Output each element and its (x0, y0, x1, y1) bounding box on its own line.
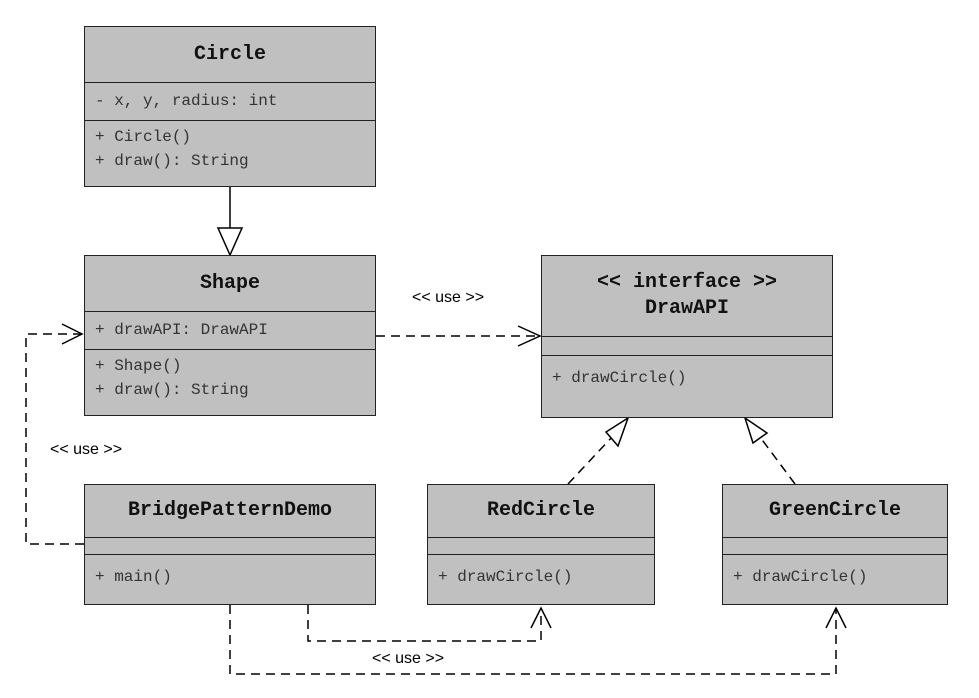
class-red-circle-attributes (428, 538, 654, 555)
class-green-circle: GreenCircle + drawCircle() (722, 484, 948, 605)
method: + drawCircle() (438, 568, 573, 586)
class-circle-name: Circle (85, 27, 375, 83)
edge-demo-to-shape (25, 323, 84, 545)
class-bridge-pattern-demo-name: BridgePatternDemo (85, 485, 375, 538)
edge-redcircle-to-drawapi (567, 416, 630, 485)
class-bridge-pattern-demo: BridgePatternDemo + main() (84, 484, 376, 605)
class-shape-methods: + Shape() + draw(): String (85, 350, 375, 406)
method: + drawCircle() (552, 369, 687, 387)
class-bridge-pattern-demo-attributes (85, 538, 375, 555)
class-bridge-pattern-demo-methods: + main() (85, 555, 375, 593)
method: + draw(): String (95, 152, 249, 170)
attribute: - x, y, radius: int (95, 92, 278, 110)
class-red-circle: RedCircle + drawCircle() (427, 484, 655, 605)
interface-drawapi-methods: + drawCircle() (542, 356, 832, 394)
class-circle: Circle - x, y, radius: int + Circle() + … (84, 26, 376, 187)
method: + draw(): String (95, 381, 249, 399)
class-circle-methods: + Circle() + draw(): String (85, 121, 375, 177)
class-shape: Shape + drawAPI: DrawAPI + Shape() + dra… (84, 255, 376, 416)
interface-drawapi-header: << interface >> DrawAPI (542, 256, 832, 337)
method: + Circle() (95, 128, 192, 146)
edge-shape-to-drawapi (376, 325, 542, 347)
interface-drawapi-name: DrawAPI (644, 297, 729, 320)
class-green-circle-name: GreenCircle (723, 485, 947, 538)
edge-demo-to-redcircle (307, 605, 552, 642)
interface-drawapi: << interface >> DrawAPI + drawCircle() (541, 255, 833, 418)
label-use-demo-shape: << use >> (50, 441, 123, 458)
class-shape-name: Shape (85, 256, 375, 312)
interface-drawapi-attributes (542, 337, 832, 356)
edge-circle-to-shape (216, 187, 244, 257)
class-circle-attributes: - x, y, radius: int (85, 83, 375, 121)
class-red-circle-name: RedCircle (428, 485, 654, 538)
method: + drawCircle() (733, 568, 868, 586)
attribute: + drawAPI: DrawAPI (95, 321, 268, 339)
class-shape-attributes: + drawAPI: DrawAPI (85, 312, 375, 350)
interface-stereotype: << interface >> (596, 271, 778, 294)
label-use-demo-circles: << use >> (372, 650, 445, 667)
edge-demo-to-greencircle (229, 605, 847, 675)
method: + main() (95, 568, 172, 586)
label-use-shape-drawapi: << use >> (412, 289, 485, 306)
method: + Shape() (95, 357, 182, 375)
class-green-circle-attributes (723, 538, 947, 555)
edge-greencircle-to-drawapi (743, 416, 796, 485)
class-red-circle-methods: + drawCircle() (428, 555, 654, 593)
class-green-circle-methods: + drawCircle() (723, 555, 947, 593)
